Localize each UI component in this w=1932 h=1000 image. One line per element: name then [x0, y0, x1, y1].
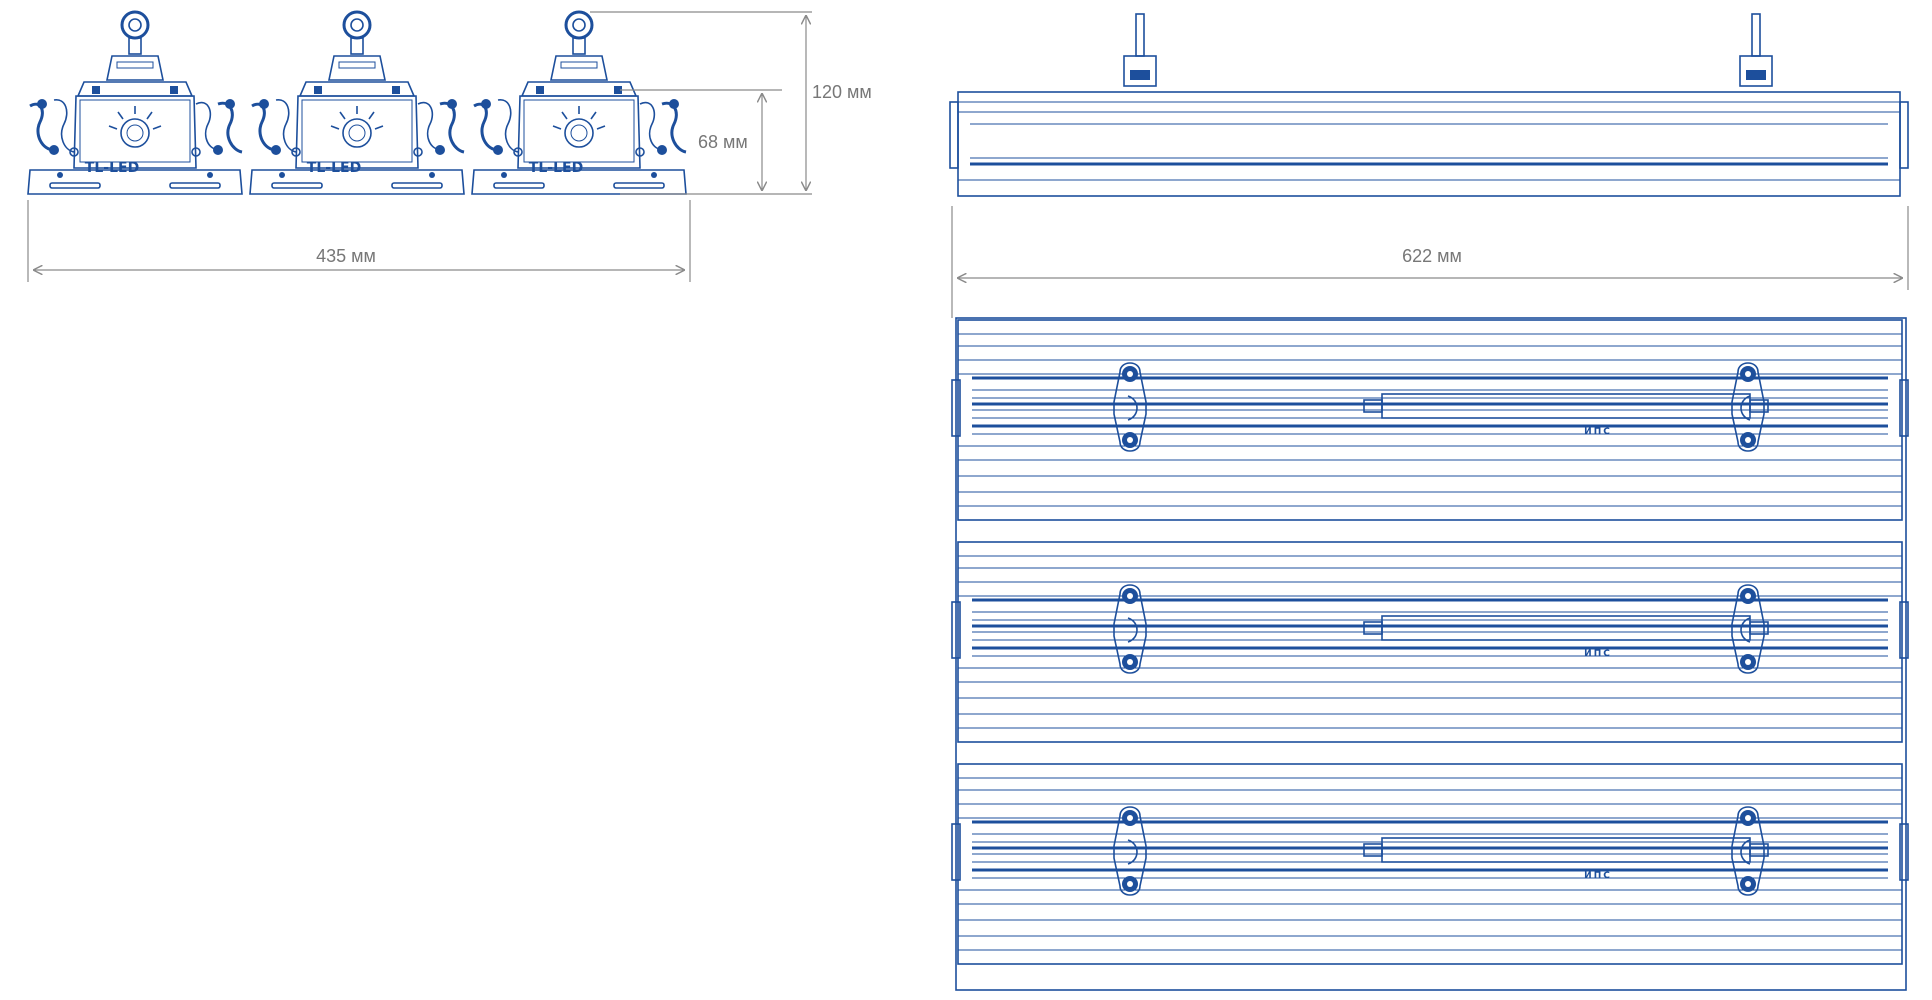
- driver-label-3: ИПС: [1584, 871, 1612, 881]
- side-dimensions: 622 мм: [951, 206, 1909, 318]
- logo-text-2: TL-LED: [307, 160, 361, 176]
- dim-length: 622 мм: [1402, 246, 1462, 266]
- plan-module-3: [950, 762, 1910, 966]
- plan-outline: [955, 317, 1907, 991]
- plan-module-2: [950, 540, 1910, 744]
- side-view: [949, 13, 1909, 197]
- logo-text-1: TL-LED: [85, 160, 139, 176]
- driver-label-2: ИПС: [1584, 649, 1612, 659]
- plan-view: ИПС ИПС ИПС: [950, 317, 1910, 991]
- driver-label-1: ИПС: [1584, 427, 1612, 437]
- side-hanger-right: [1739, 13, 1773, 87]
- dim-total-height: 120 мм: [812, 82, 872, 102]
- dim-body-height: 68 мм: [698, 132, 748, 152]
- front-view: TL-LED TL-LED TL-LED: [26, 10, 688, 196]
- logo-text-3: TL-LED: [529, 160, 583, 176]
- side-hanger-left: [1123, 13, 1157, 87]
- dim-width-front: 435 мм: [316, 246, 376, 266]
- plan-module-1: [950, 318, 1910, 522]
- front-dimensions: 120 мм 68 мм 435 мм: [27, 11, 872, 282]
